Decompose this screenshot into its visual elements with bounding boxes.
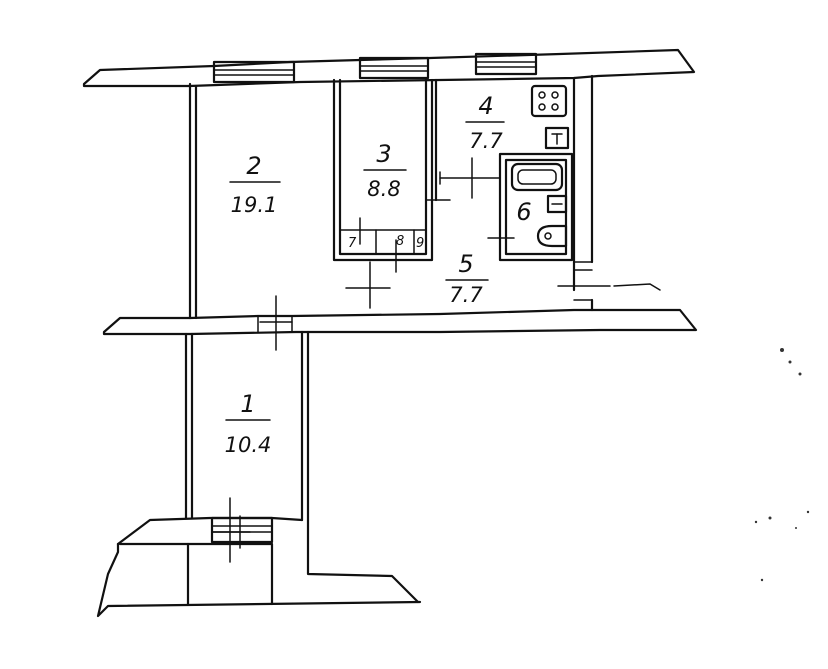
closet-labels: 7 8 9	[348, 234, 424, 251]
window-top-room-2	[212, 60, 296, 84]
room-number-4: 4	[478, 92, 493, 120]
window-bottom	[210, 516, 274, 544]
top-exterior-wall	[82, 48, 696, 88]
closet-number-9: 9	[416, 236, 424, 251]
room-1-walls	[184, 330, 420, 604]
washbasin-icon	[546, 194, 568, 214]
room-label-5: 5 7.7	[445, 250, 489, 307]
room-area-2: 19.1	[231, 193, 278, 217]
room-label-3: 3 8.8	[363, 140, 407, 201]
room-number-1: 1	[240, 390, 255, 418]
closet-number-8: 8	[396, 234, 404, 249]
room-2-walls	[188, 84, 198, 320]
middle-wall-band	[102, 308, 698, 336]
sink-icon	[544, 126, 570, 150]
window-top-kitchen	[474, 52, 538, 76]
room-area-3: 8.8	[367, 177, 400, 201]
room-number-5: 5	[458, 250, 473, 278]
room-number-3: 3	[376, 140, 391, 168]
room-label-6: 6	[516, 198, 531, 226]
room-label-4: 4 7.7	[465, 92, 505, 153]
scan-specks	[754, 348, 810, 582]
room-area-1: 10.4	[225, 433, 272, 457]
door-marks	[211, 157, 515, 563]
room-3-walls	[332, 78, 438, 273]
room-area-5: 7.7	[449, 283, 483, 307]
bottom-wall	[96, 516, 422, 618]
stove-icon	[530, 84, 568, 118]
room-label-1: 1 10.4	[225, 390, 272, 457]
bathtub-icon	[510, 162, 564, 192]
room-number-2: 2	[246, 152, 261, 180]
closet-number-7: 7	[348, 236, 357, 251]
room-number-6: 6	[516, 198, 531, 226]
room-area-4: 7.7	[469, 129, 503, 153]
toilet-icon	[536, 224, 568, 248]
window-top-room-3	[358, 56, 430, 80]
room-label-2: 2 19.1	[229, 152, 281, 217]
right-exterior-wall	[557, 74, 661, 312]
